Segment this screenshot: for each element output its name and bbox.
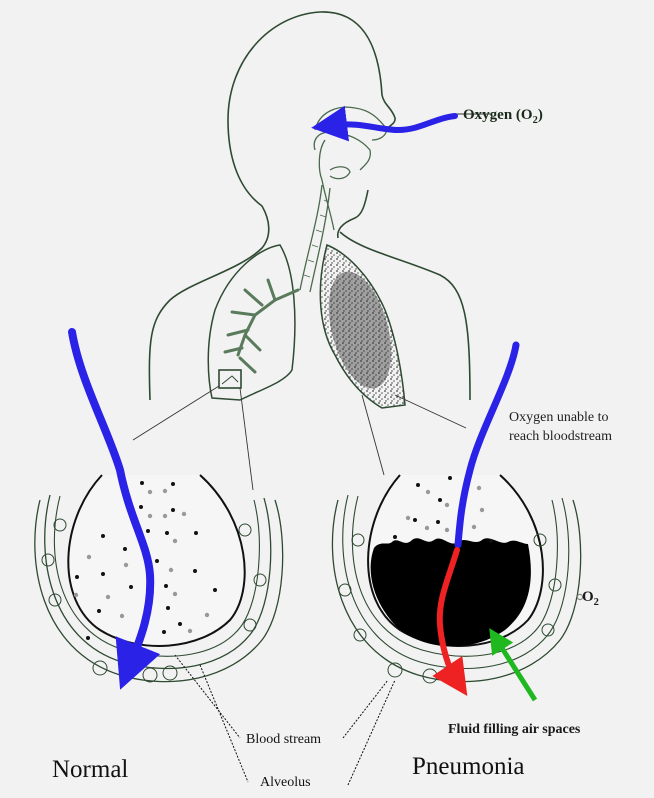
fluid-fill: [370, 538, 531, 647]
trachea: [299, 184, 331, 293]
alveolus-label: Alveolus: [260, 775, 311, 790]
pneumonia-panel-title: Pneumonia: [412, 753, 525, 780]
blocked-flow-red: [432, 547, 468, 696]
label-leaders: [174, 654, 396, 786]
oxygen-flow-normal: [68, 328, 161, 690]
fluid-label: Fluid filling air spaces: [448, 722, 581, 737]
normal-panel-title: Normal: [52, 756, 129, 783]
alveolus-pneumonia: [331, 341, 582, 702]
fluid-pointer-arrow: [489, 628, 538, 702]
o2-legend-label: O2: [582, 589, 599, 608]
alveolus-normal: [34, 328, 284, 690]
oxygen-unable-label: Oxygen unable to reach bloodstream: [509, 410, 613, 444]
oxygen-inflow-arrow: [311, 105, 458, 142]
left-lung-normal: [207, 244, 296, 401]
magnify-box-normal: [218, 369, 242, 389]
blood-stream-label: Blood stream: [246, 732, 322, 747]
oxygen-flow-pneumonia: [454, 341, 520, 549]
oxygen-label: Oxygen (O2): [463, 107, 543, 126]
o2-legend-dot: [576, 593, 584, 601]
body-silhouette: [148, 11, 471, 401]
connector-lines: [132, 113, 490, 491]
right-lung-pneumonia: [319, 243, 406, 409]
bronchial-tree: [223, 278, 300, 374]
